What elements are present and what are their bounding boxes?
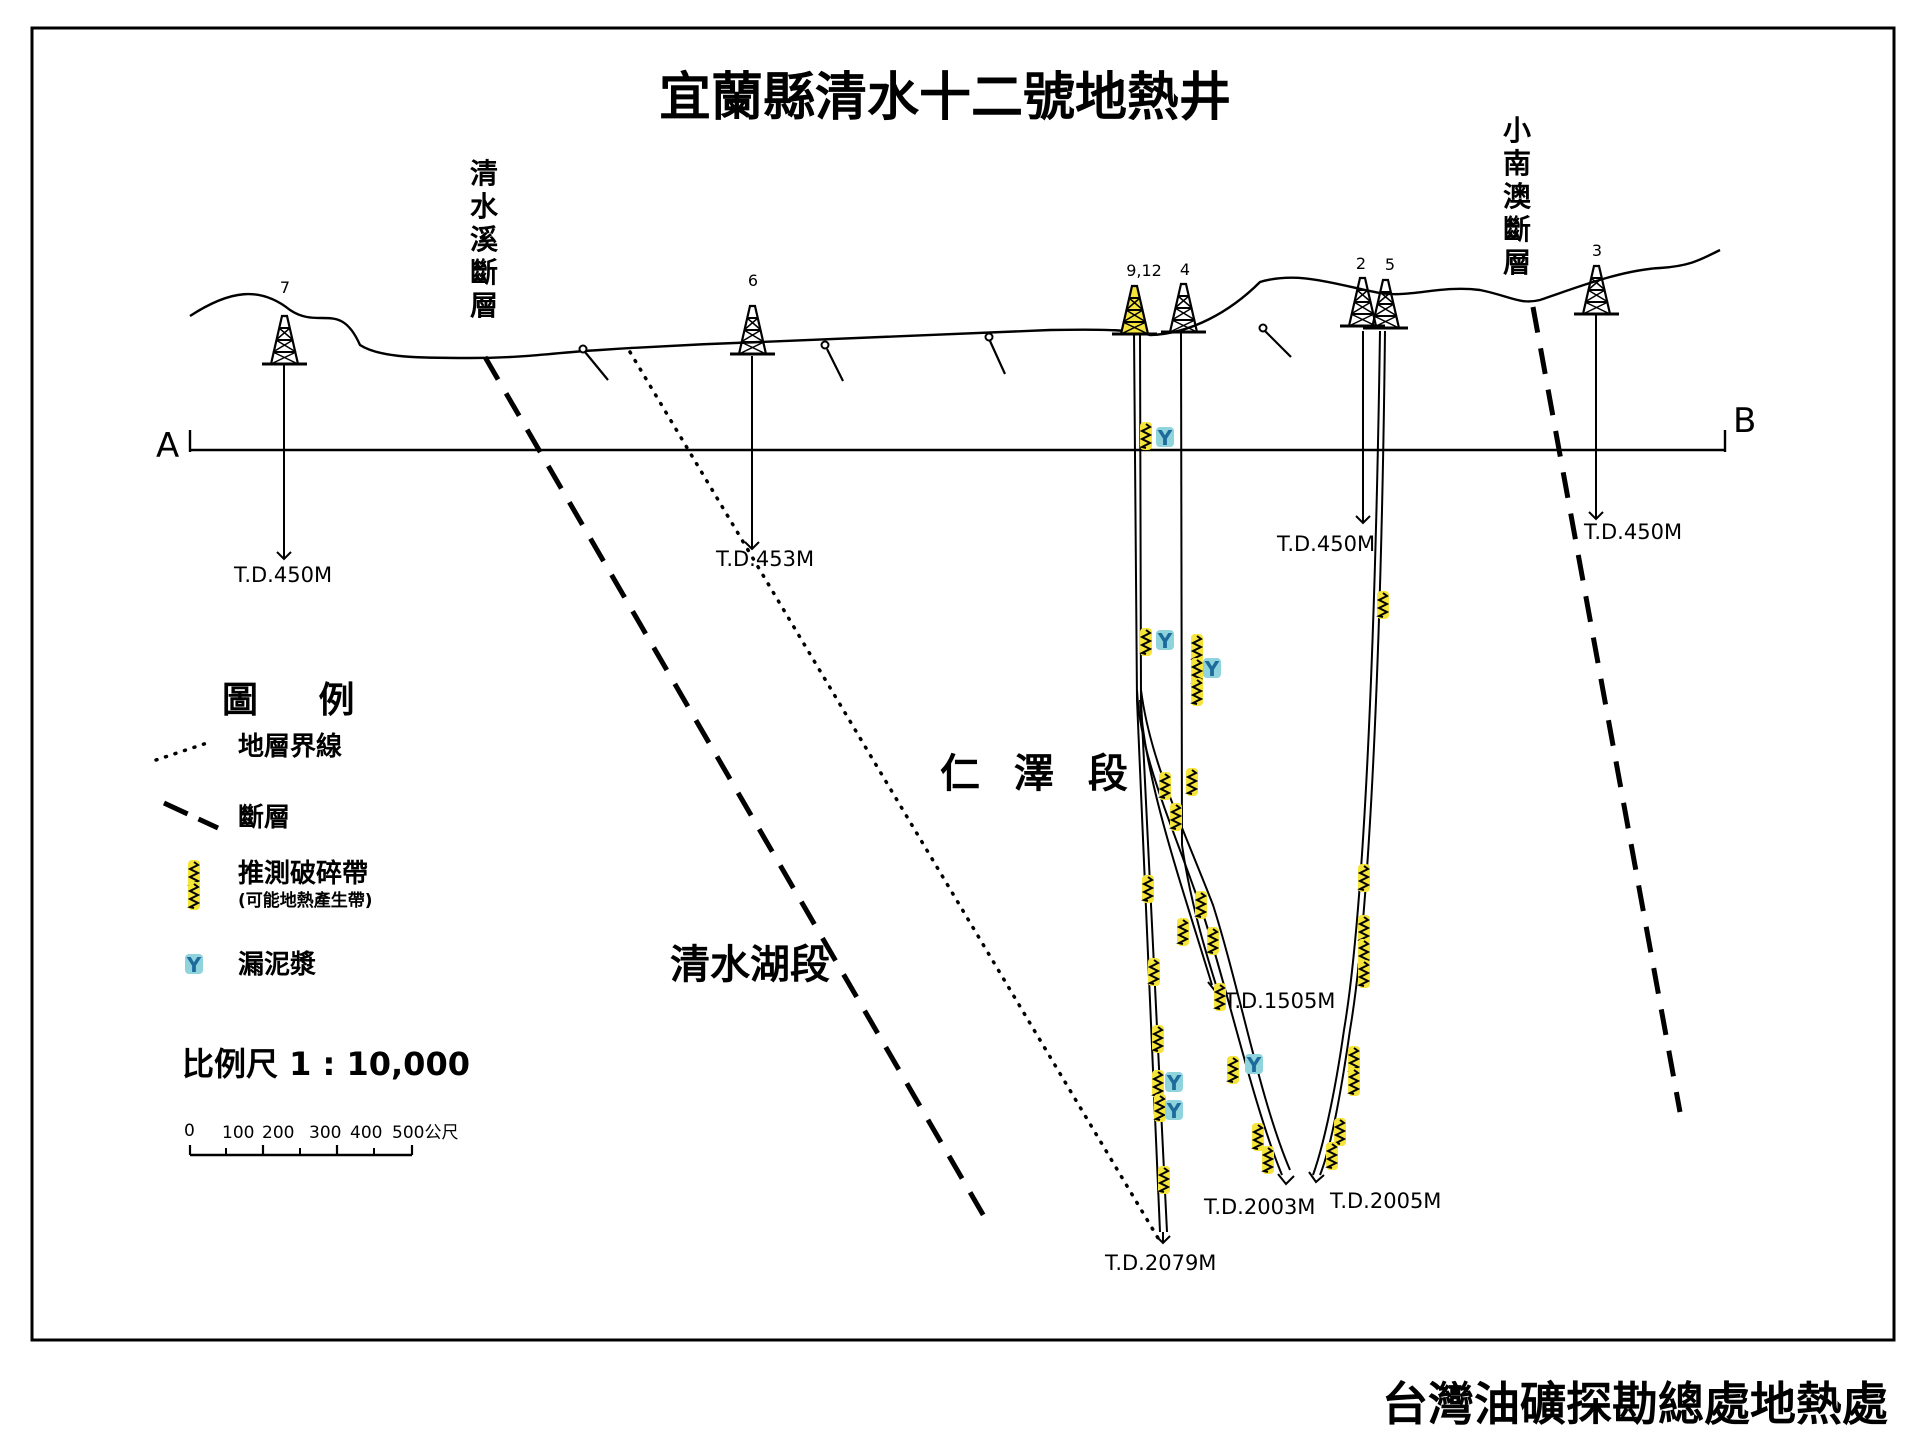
scale-bar: 比例尺 1 : 10,000 0 100 200 300 400 500公尺 [182, 1045, 470, 1157]
fault-xiaonanao-line [1530, 306, 1683, 1113]
scale-title: 比例尺 1 : 10,000 [182, 1045, 470, 1083]
fault-qingshuixi-label-char: 層 [470, 289, 498, 322]
fault-xiaonanao-label-char: 澳 [1503, 180, 1532, 213]
well-number-2: 2 [1356, 254, 1366, 273]
svg-text:Y: Y [1157, 426, 1173, 450]
label-a: A [156, 426, 179, 466]
td-label-well4: T.D.1505M [1223, 989, 1335, 1013]
svg-text:Y: Y [186, 953, 202, 977]
legend-label-mudloss: 漏泥漿 [238, 950, 316, 980]
td-label-well3: T.D.450M [1583, 520, 1682, 544]
unit-label-renze: 仁 澤 段 [940, 751, 1138, 797]
well-number-6: 6 [748, 271, 758, 290]
figure-frame [30, 26, 1896, 1342]
svg-text:Y: Y [1204, 657, 1220, 681]
fault-qingshuixi-line [482, 355, 988, 1220]
scale-tick-400: 400 [350, 1123, 382, 1143]
well-number-7: 7 [280, 278, 290, 297]
figure-title: 宜蘭縣清水十二號地熱井 [659, 68, 1231, 128]
scale-tick-200: 200 [262, 1123, 294, 1143]
svg-text:Y: Y [1166, 1071, 1182, 1095]
rig-icon [1361, 278, 1410, 330]
svg-text:Y: Y [1166, 1099, 1182, 1123]
legend-sublabel-fracture: (可能地熱產生帶) [238, 890, 373, 911]
td-label-well5: T.D.2003M [1203, 1195, 1315, 1219]
legend-title: 圖 例 [222, 680, 379, 721]
organization-label: 台灣油礦探勘總處地熱處 [1382, 1377, 1888, 1431]
legend-zigzag-symbol [187, 859, 201, 911]
mud-loss-mark: Y [1156, 629, 1174, 653]
legend-dashed-symbol [162, 800, 220, 831]
fault-qingshuixi-label-char: 清 [470, 157, 498, 190]
scale-tick-100: 100 [222, 1123, 254, 1143]
formation-boundary-line [628, 350, 1160, 1240]
svg-text:Y: Y [1246, 1053, 1262, 1077]
td-label-well7: T.D.450M [233, 563, 332, 587]
legend-label-boundary: 地層界線 [238, 731, 342, 762]
fault-qingshuixi-label-char: 溪 [470, 223, 499, 256]
well-number-9-12: 9,12 [1126, 261, 1162, 280]
td-label-well9-12: T.D.2079M [1104, 1251, 1216, 1275]
mud-loss-mark: Y [1156, 426, 1174, 450]
mud-loss-mark: Y [1165, 1099, 1183, 1123]
fault-xiaonanao-label-char: 斷 [1503, 213, 1531, 246]
dip-symbols [578, 323, 1292, 382]
mud-loss-mark: Y [1165, 1071, 1183, 1095]
fault-xiaonanao-label-char: 小 [1503, 114, 1531, 147]
legend-dotted-symbol [154, 740, 212, 762]
fault-xiaonanao-label-char: 層 [1503, 246, 1531, 279]
rig-icon-highlighted [1110, 284, 1159, 336]
scale-tick-0: 0 [184, 1121, 195, 1141]
td-label-well6: T.D.453M [715, 547, 814, 571]
well-number-4: 4 [1180, 260, 1190, 279]
fault-qingshuixi-label-char: 水 [470, 190, 499, 223]
svg-text:Y: Y [1157, 629, 1173, 653]
legend: 圖 例 地層界線 斷層 推測破碎帶 (可能地熱產生帶) Y 漏泥漿 [154, 680, 379, 980]
rig-icon [728, 304, 777, 356]
unit-label-qingshuihu: 清水湖段 [670, 942, 830, 988]
legend-label-fault: 斷層 [238, 803, 290, 833]
td-label-well2: T.D.450M [1276, 532, 1375, 556]
mud-loss-mark: Y [1245, 1053, 1263, 1077]
well-number-5: 5 [1385, 255, 1395, 274]
legend-label-fracture: 推測破碎帶 [238, 859, 368, 889]
legend-mudloss-symbol: Y [185, 953, 203, 977]
rig-icon [1572, 264, 1621, 316]
rig-icons [260, 264, 1621, 366]
mud-loss-mark: Y [1203, 657, 1221, 681]
scale-tick-500: 500公尺 [392, 1123, 458, 1143]
scale-tick-300: 300 [309, 1123, 341, 1143]
label-b: B [1733, 401, 1756, 441]
ground-surface-line [189, 248, 1721, 360]
rig-icon [260, 314, 309, 366]
well-number-3: 3 [1592, 241, 1602, 260]
fault-xiaonanao-label-char: 南 [1503, 147, 1531, 180]
fault-qingshuixi-label-char: 斷 [470, 256, 498, 289]
td-label-extra: T.D.2005M [1329, 1189, 1441, 1213]
